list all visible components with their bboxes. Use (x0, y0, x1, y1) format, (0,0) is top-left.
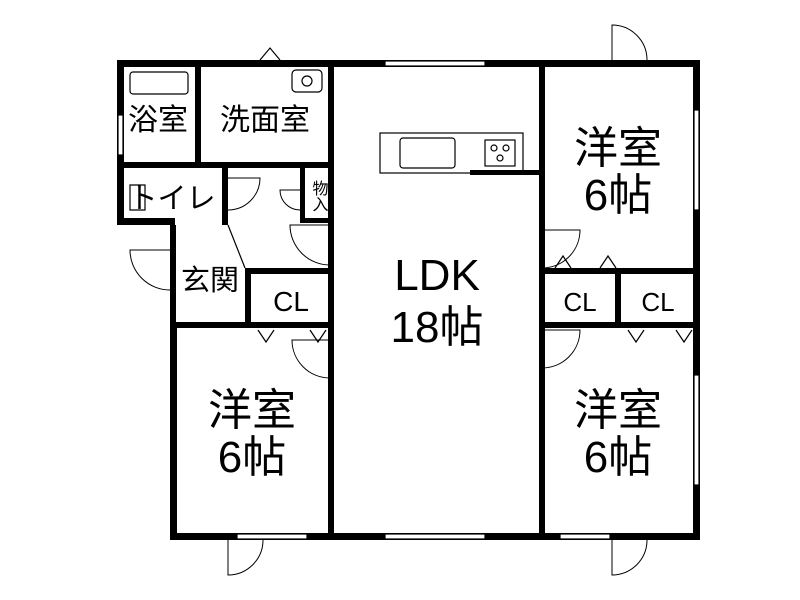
western-tr-size-label: 6帖 (584, 171, 652, 220)
bath-label: 浴室 (128, 104, 188, 137)
toilet-label: トイレ (128, 183, 215, 215)
doors (129, 24, 648, 576)
windows (117, 60, 700, 540)
closet-left-label: CL (273, 286, 309, 317)
western-br-size-label: 6帖 (584, 433, 652, 482)
fixtures (129, 47, 693, 344)
closet-mid-b-label: CL (641, 287, 674, 317)
closet-mid-a-label: CL (563, 287, 596, 317)
ldk-name-label: LDK (394, 251, 480, 300)
storage-label: 物入 (310, 180, 329, 212)
ldk-size-label: 18帖 (391, 303, 484, 352)
entrance-label: 玄関 (181, 264, 239, 297)
interior-walls (117, 60, 700, 540)
room-labels: 浴室 洗面室 トイレ 物入 玄関 CL LDK 18帖 洋室 6帖 CL CL … (128, 104, 675, 482)
western-bl-size-label: 6帖 (218, 433, 286, 482)
washroom-label: 洗面室 (220, 104, 310, 137)
western-tr-name-label: 洋室 (574, 124, 662, 173)
western-br-name-label: 洋室 (574, 386, 662, 435)
western-bl-name-label: 洋室 (208, 386, 296, 435)
